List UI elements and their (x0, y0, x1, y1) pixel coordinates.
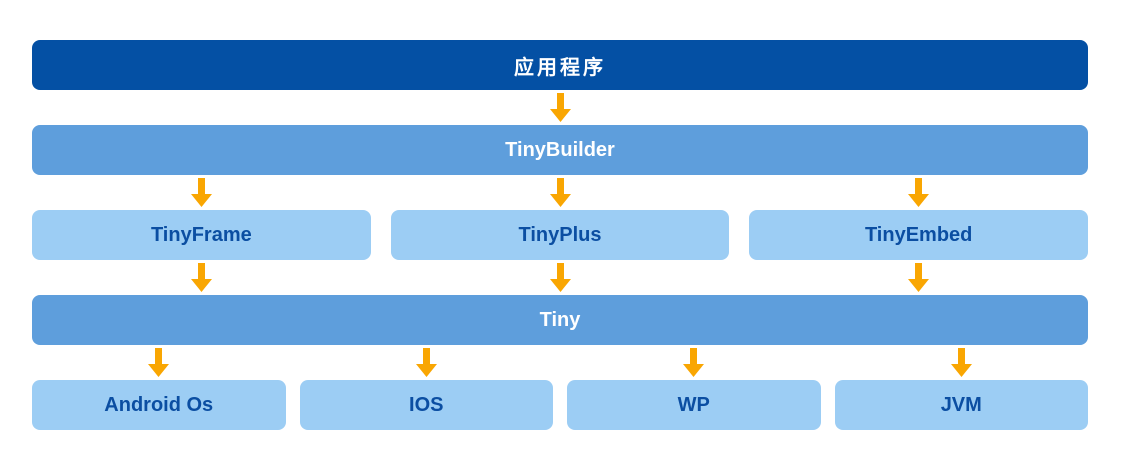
down-arrow-icon (549, 263, 571, 292)
tinyembed-label: TinyEmbed (864, 223, 973, 246)
down-arrow-icon (190, 178, 212, 207)
tiny-layer-label: Tiny (539, 308, 581, 331)
tiny-layer-bar: Tiny (32, 295, 1088, 345)
jvm-box: JVM (834, 380, 1088, 430)
tinyplus-label: TinyPlus (518, 223, 602, 246)
down-arrow-icon (908, 178, 930, 207)
down-arrow-icon (415, 348, 437, 377)
down-arrow-icon (549, 93, 571, 122)
modules-row: TinyFrame TinyPlus TinyEmbed (32, 210, 1089, 260)
tinyframe-box: TinyFrame (32, 210, 371, 260)
arrow-row-3 (32, 260, 1088, 295)
wp-box: WP (567, 380, 821, 430)
android-os-box: Android Os (32, 380, 286, 430)
tinyembed-box: TinyEmbed (749, 210, 1089, 260)
wp-label: WP (677, 393, 710, 416)
down-arrow-icon (908, 263, 930, 292)
down-arrow-icon (683, 348, 705, 377)
tinybuilder-layer-label: TinyBuilder (505, 138, 615, 161)
ios-label: IOS (409, 393, 444, 416)
arrow-row-1 (32, 90, 1088, 125)
tinyframe-label: TinyFrame (150, 223, 252, 246)
application-layer-label: 应用程序 (514, 56, 606, 79)
jvm-label: JVM (940, 393, 982, 416)
down-arrow-icon (190, 263, 212, 292)
application-layer-bar: 应用程序 (32, 40, 1088, 90)
android-os-label: Android Os (104, 393, 214, 416)
arrow-row-2 (32, 175, 1088, 210)
tinyplus-box: TinyPlus (390, 210, 730, 260)
tinybuilder-layer-bar: TinyBuilder (32, 125, 1088, 175)
platforms-row: Android Os IOS WP JVM (32, 380, 1088, 430)
down-arrow-icon (148, 348, 170, 377)
ios-box: IOS (299, 380, 553, 430)
arrow-row-4 (32, 345, 1088, 380)
down-arrow-icon (549, 178, 571, 207)
down-arrow-icon (950, 348, 972, 377)
